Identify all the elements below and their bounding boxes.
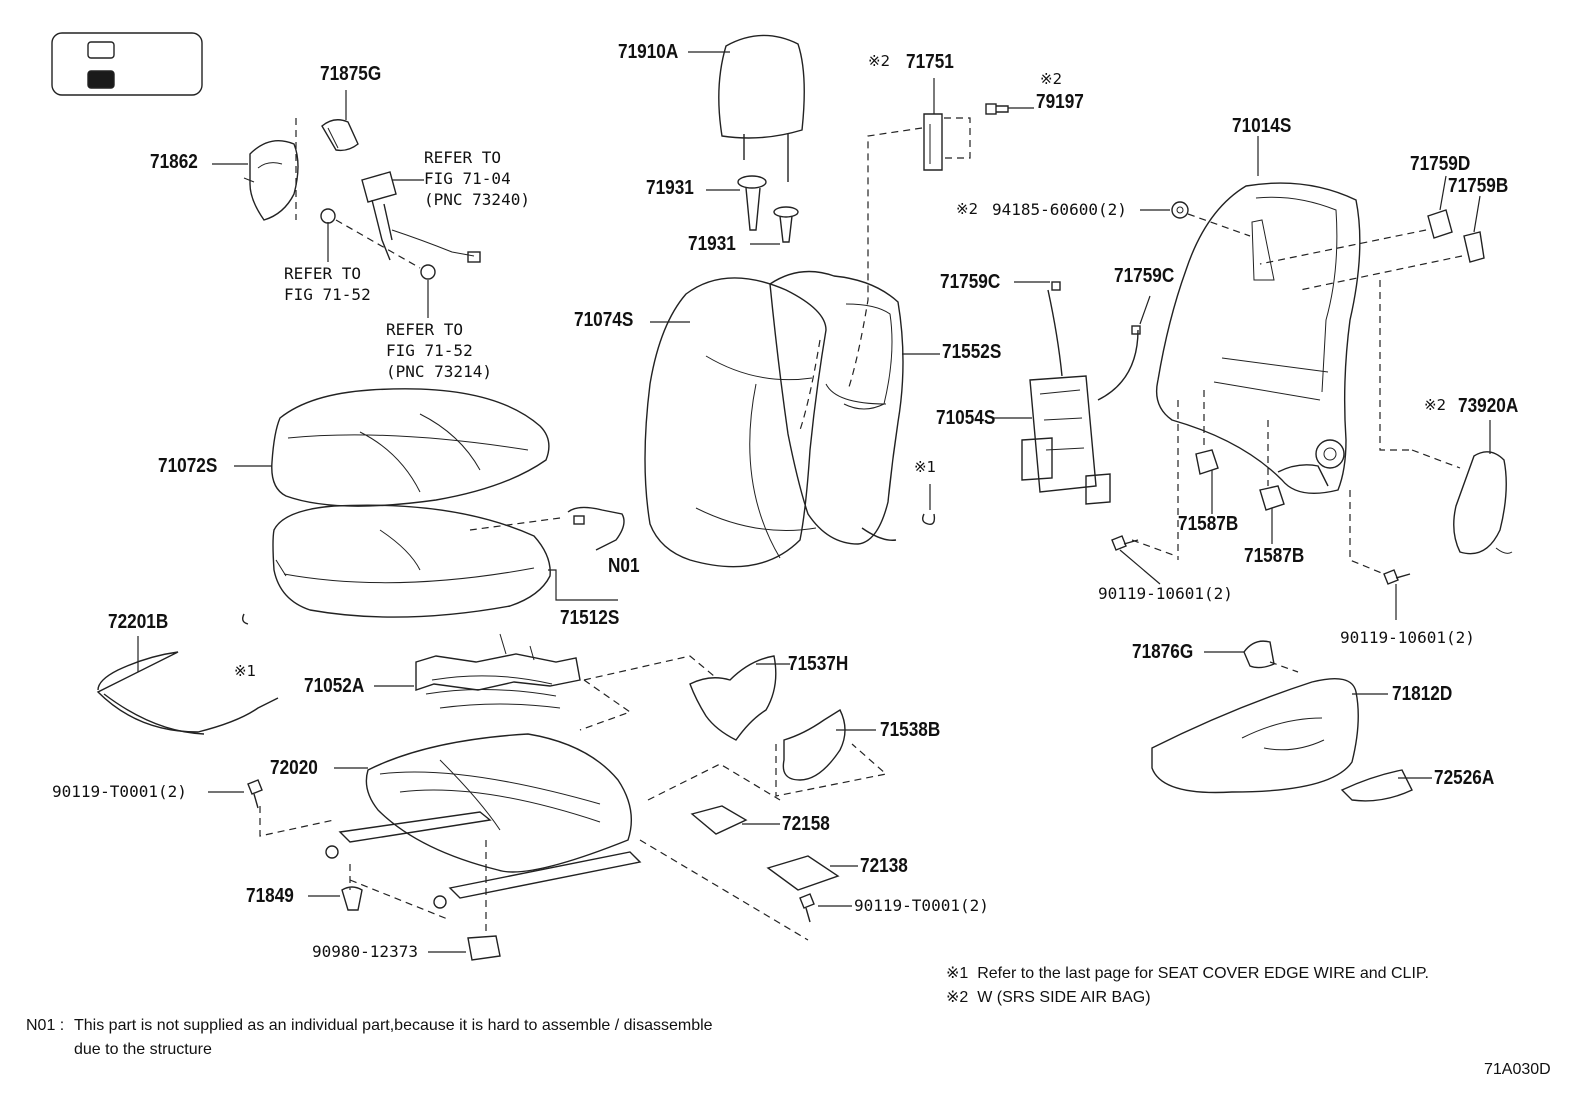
buckle-shape xyxy=(320,171,481,318)
label-71014S: 71014S xyxy=(1232,115,1292,137)
footnote-1-mark: ※1 xyxy=(946,965,969,982)
part-73920A-shape xyxy=(1411,420,1513,555)
part-71849-90980-shapes xyxy=(308,864,501,961)
mark-left-clip: ※1 xyxy=(234,662,257,680)
mark-94185: ※2 xyxy=(956,200,979,218)
label-71751: 71751 xyxy=(906,51,954,73)
label-71910A: 71910A xyxy=(618,41,679,63)
refer-71-04-line2: FIG 71-04 xyxy=(424,168,511,188)
footnote-2-mark: ※2 xyxy=(946,989,969,1006)
legend-box xyxy=(51,32,203,96)
part-71862-shape xyxy=(212,118,299,221)
part-71537H-71538B-shapes xyxy=(689,655,888,797)
label-71876G: 71876G xyxy=(1132,641,1194,663)
label-71759C-right: 71759C xyxy=(1114,265,1175,287)
label-71552S: 71552S xyxy=(942,341,1002,363)
part-71052A-shape xyxy=(374,633,715,731)
label-90119-T0001-left: 90119-T0001(2) xyxy=(52,782,187,801)
label-90119-10601-right: 90119-10601(2) xyxy=(1340,628,1475,647)
part-72158-72138-shapes xyxy=(690,805,858,891)
refer-71-04-line1: REFER TO xyxy=(424,148,502,167)
part-71074S-shape xyxy=(644,277,827,568)
label-71759B: 71759B xyxy=(1448,175,1509,197)
part-71812D-group xyxy=(1151,640,1432,802)
legend-swatch-white xyxy=(87,41,115,59)
label-71538B: 71538B xyxy=(880,719,941,741)
part-71751-shape xyxy=(847,78,971,391)
footnote-n01-line2: due to the structure xyxy=(74,1041,212,1058)
part-72201B-shape xyxy=(96,613,279,735)
part-71014S-shape xyxy=(1155,136,1361,560)
part-71552S-shape xyxy=(769,270,940,545)
label-71849: 71849 xyxy=(246,885,294,907)
part-90119-T0001-bolts xyxy=(208,779,852,923)
label-79197: 79197 xyxy=(1036,91,1084,113)
label-71072S: 71072S xyxy=(158,455,218,477)
figure-id: 71A030D xyxy=(1484,1061,1551,1078)
label-71931-upper: 71931 xyxy=(646,177,694,199)
refer-71-52-b-line3: (PNC 73214) xyxy=(386,361,492,381)
label-90119-T0001-right: 90119-T0001(2) xyxy=(854,896,989,915)
refer-71-04: REFER TO FIG 71-04 (PNC 73240) xyxy=(424,148,530,210)
label-94185: 94185-60600(2) xyxy=(992,200,1127,219)
label-71512S: 71512S xyxy=(560,607,620,629)
label-71587B-right: 71587B xyxy=(1244,545,1305,567)
label-72201B: 72201B xyxy=(108,611,169,633)
part-94185-shape xyxy=(1140,201,1251,237)
label-71587B-left: 71587B xyxy=(1178,513,1239,535)
label-72526A: 72526A xyxy=(1434,767,1495,789)
refer-71-52-b-line1: REFER TO xyxy=(386,320,464,339)
small-clip-shape xyxy=(921,484,936,525)
part-79197-shape xyxy=(985,103,1034,115)
mark-79197: ※2 xyxy=(1040,70,1063,88)
footnote-n01-line1: This part is not supplied as an individu… xyxy=(74,1017,713,1034)
part-72020-shape xyxy=(259,733,809,941)
label-72158: 72158 xyxy=(782,813,830,835)
label-90980-12373: 90980-12373 xyxy=(312,942,418,961)
part-71931-shapes xyxy=(706,175,799,245)
label-71875G: 71875G xyxy=(320,63,382,85)
refer-71-52-a-line2: FIG 71-52 xyxy=(284,284,371,304)
footnote-1-text: Refer to the last page for SEAT COVER ED… xyxy=(977,965,1429,982)
footnote-n01-label: N01 : xyxy=(26,1017,65,1034)
refer-71-52-a-line1: REFER TO xyxy=(284,264,362,283)
refer-71-52-b: REFER TO FIG 71-52 (PNC 73214) xyxy=(386,320,492,382)
part-71875G-shape xyxy=(321,90,359,152)
part-71910A-shape xyxy=(688,34,805,182)
footnote-2-text: W (SRS SIDE AIR BAG) xyxy=(977,989,1151,1006)
part-71759-clips xyxy=(1259,175,1485,451)
label-71052A: 71052A xyxy=(304,675,365,697)
label-71537H: 71537H xyxy=(788,653,849,675)
part-71072S-shape xyxy=(234,388,550,507)
mark-73920A: ※2 xyxy=(1424,396,1447,414)
label-71054S: 71054S xyxy=(936,407,996,429)
label-71074S: 71074S xyxy=(574,309,634,331)
label-N01: N01 xyxy=(608,555,640,577)
part-90119-10601-bolts xyxy=(1111,490,1411,620)
part-71512S-shape xyxy=(272,504,625,618)
label-71812D: 71812D xyxy=(1392,683,1453,705)
part-71054S-shape xyxy=(994,281,1151,505)
label-90119-10601-left: 90119-10601(2) xyxy=(1098,584,1233,603)
legend-swatch-black xyxy=(87,70,115,89)
refer-71-52-a: REFER TO FIG 71-52 xyxy=(284,264,371,306)
label-72138: 72138 xyxy=(860,855,908,877)
label-71931-lower: 71931 xyxy=(688,233,736,255)
label-72020: 72020 xyxy=(270,757,318,779)
label-71759D: 71759D xyxy=(1410,153,1471,175)
label-71862: 71862 xyxy=(150,151,198,173)
part-71587B-shapes xyxy=(1195,390,1285,544)
footnote-1: ※1 Refer to the last page for SEAT COVER… xyxy=(946,962,1429,985)
refer-71-52-b-line2: FIG 71-52 xyxy=(386,340,473,360)
label-71759C-left: 71759C xyxy=(940,271,1001,293)
label-73920A: 73920A xyxy=(1458,395,1519,417)
refer-71-04-line3: (PNC 73240) xyxy=(424,189,530,209)
mark-71751: ※2 xyxy=(868,52,891,70)
footnote-2: ※2 W (SRS SIDE AIR BAG) xyxy=(946,986,1151,1009)
mark-center-clip: ※1 xyxy=(914,458,937,476)
